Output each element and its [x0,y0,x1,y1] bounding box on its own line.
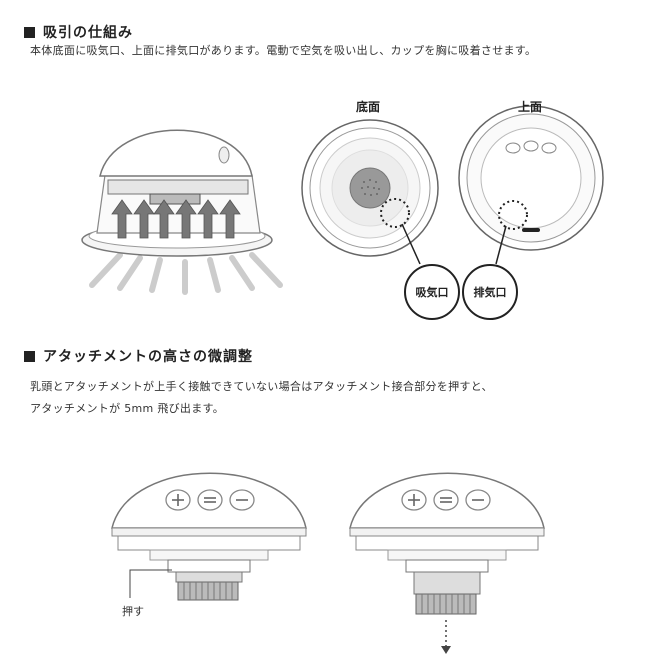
top-view-diagram [458,105,604,265]
section-title-text: アタッチメントの高さの微調整 [43,349,253,365]
attachment-extended-diagram [349,472,545,654]
down-arrow-icon [441,646,451,654]
section-description: 乳頭とアタッチメントが上手く接触できていない場合はアタッチメント接合部分を押すと… [30,380,493,415]
control-buttons-left [165,489,255,511]
square-bullet-icon [24,26,35,38]
bottom-view-diagram [301,119,439,265]
section-title-suction: 吸引の仕組み [24,22,133,42]
section-description: 本体底面に吸気口、上面に排気口があります。電動で空気を吸い出し、カップを胸に吸着… [30,44,537,57]
section-title-text: 吸引の仕組み [43,25,133,41]
airflow-lines [89,252,283,295]
square-bullet-icon [24,350,35,362]
airflow-arrows [111,199,241,239]
device-airflow-diagram [81,129,283,295]
exhaust-callout: 排気口 [462,264,518,320]
intake-callout: 吸気口 [404,264,460,320]
push-label: 押す [122,605,144,618]
bottom-view-label: 底面 [356,100,381,114]
top-view-label: 上面 [518,100,543,114]
attachment-default-diagram [111,472,307,601]
section-title-attachment: アタッチメントの高さの微調整 [24,346,253,366]
